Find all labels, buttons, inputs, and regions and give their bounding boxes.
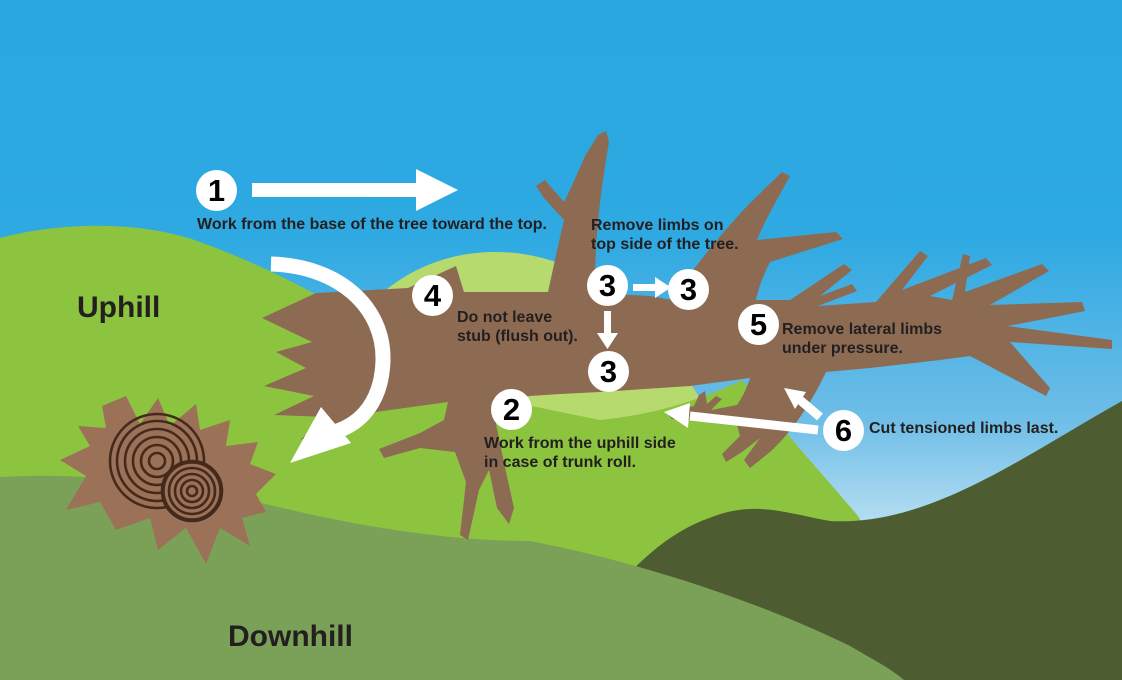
step6-badge: 6 (823, 410, 864, 451)
step6-note: Cut tensioned limbs last. (869, 419, 1058, 438)
stump-rings-icon (108, 412, 224, 523)
arrow-right-icon (252, 169, 458, 211)
step3-note-line: top side of the tree. (591, 236, 739, 253)
step6-note-line: Cut tensioned limbs last. (869, 420, 1059, 437)
curved-roll-arrow-icon (270, 256, 391, 463)
downhill-label: Downhill (228, 620, 353, 653)
step3-badge-b: 3 (668, 269, 709, 310)
step4-note: Do not leave stub (flush out). (457, 308, 578, 346)
arrow-tensioned-long-icon (664, 403, 819, 435)
step2-note-line: Work from the uphill side (484, 435, 676, 452)
step2-badge: 2 (491, 389, 532, 430)
step3-badge-a: 3 (587, 265, 628, 306)
step5-note-line: Remove lateral limbs (782, 321, 943, 338)
arrow-tensioned-short-icon (784, 388, 823, 421)
step3-badge-c: 3 (588, 351, 629, 392)
arrow-down-small-icon (597, 311, 618, 349)
step2-note-line: in case of trunk roll. (484, 454, 637, 471)
fallen-tree (262, 131, 1112, 540)
step1-badge: 1 (196, 170, 237, 211)
step3-note: Remove limbs on top side of the tree. (591, 216, 739, 254)
step4-note-line: stub (flush out). (457, 328, 578, 345)
step1-note: Work from the base of the tree toward th… (197, 215, 547, 234)
step4-badge: 4 (412, 275, 453, 316)
step4-note-line: Do not leave (457, 309, 553, 326)
uphill-label: Uphill (77, 291, 161, 324)
step2-note: Work from the uphill side in case of tru… (484, 434, 676, 472)
step5-note-line: under pressure. (782, 340, 903, 357)
step1-note-line: Work from the base of the tree toward th… (197, 216, 547, 233)
step3-note-line: Remove limbs on (591, 217, 724, 234)
arrow-right-small-icon (633, 277, 671, 298)
step5-note: Remove lateral limbs under pressure. (782, 320, 942, 358)
step5-badge: 5 (738, 304, 779, 345)
